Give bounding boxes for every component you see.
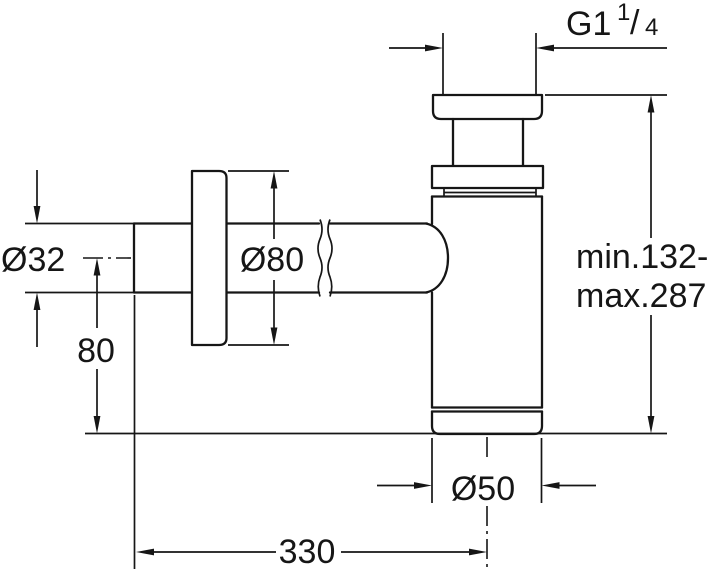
flange-diameter-label: Ø80 xyxy=(240,241,304,279)
overall-length-label: 330 xyxy=(279,533,336,570)
outlet-diameter-label: Ø50 xyxy=(451,470,515,508)
trap-cup xyxy=(430,410,544,436)
arrowhead-up-icon xyxy=(33,292,41,310)
arrowhead-down-icon xyxy=(33,206,41,224)
dimension-outlet-diameter: Ø50 xyxy=(377,438,596,508)
break-line-left xyxy=(317,219,323,297)
thread-label-main: G1 xyxy=(566,5,611,43)
arrowhead-right-icon xyxy=(425,44,443,52)
arrowhead-up-icon xyxy=(93,258,101,276)
dimension-inlet-height: 80 xyxy=(77,258,115,434)
dimension-length: 330 xyxy=(133,295,487,570)
arrowhead-left-icon xyxy=(136,548,154,556)
inlet-diameter-label: Ø32 xyxy=(1,241,65,279)
thread-label-slash: / xyxy=(630,4,640,42)
arrowhead-left-icon xyxy=(536,44,554,52)
height-range-label-line1: min.132- xyxy=(576,238,708,276)
arrowhead-up-icon xyxy=(270,171,278,189)
dimension-height-range: min.132- max.287 xyxy=(545,94,708,434)
pipe-nose-bulge xyxy=(424,222,450,294)
trap-body xyxy=(430,195,544,409)
locknut xyxy=(430,164,545,190)
arrowhead-left-icon xyxy=(541,482,560,489)
arrowhead-down-icon xyxy=(647,416,655,434)
dimension-thread: G1 1 / 4 xyxy=(389,0,667,95)
dimension-flange-diameter: Ø80 xyxy=(228,170,304,346)
top-fitting xyxy=(430,93,545,196)
dimension-inlet-diameter: Ø32 xyxy=(1,170,134,347)
arrowhead-right-icon xyxy=(414,482,432,489)
cup-outline xyxy=(430,410,544,436)
top-flange xyxy=(431,93,544,121)
thread-size-label: G1 1 / 4 xyxy=(566,0,658,43)
arrowhead-right-icon xyxy=(469,548,487,556)
arrowhead-down-icon xyxy=(270,327,278,345)
inlet-height-label: 80 xyxy=(77,332,115,370)
thread-label-numerator: 1 xyxy=(617,0,630,26)
centerlines xyxy=(83,257,488,568)
break-lines xyxy=(317,219,333,297)
break-line-right xyxy=(327,219,333,297)
thread-label-denominator: 4 xyxy=(645,14,658,41)
arrowhead-down-icon xyxy=(93,416,101,434)
height-range-label-line2: max.287 xyxy=(576,277,706,315)
wall-flange xyxy=(190,169,228,347)
arrowhead-up-icon xyxy=(647,95,655,113)
